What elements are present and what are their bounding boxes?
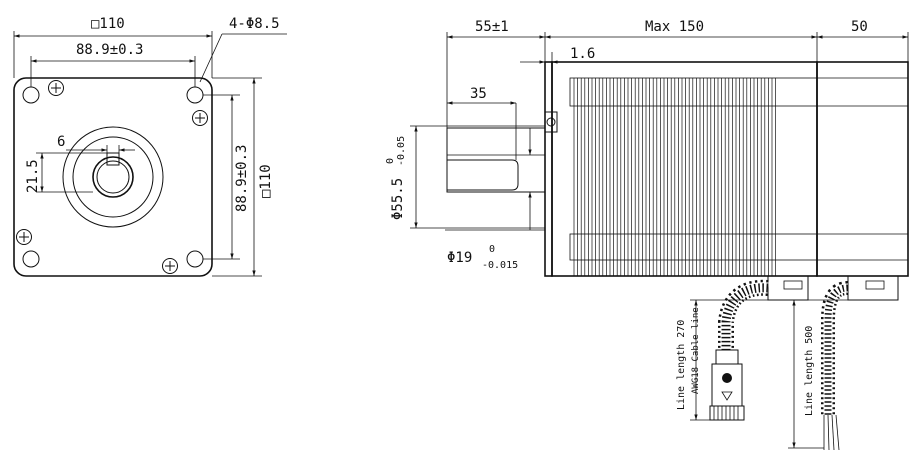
- key-height-label: 21.5: [25, 159, 41, 193]
- shaft-length-label: 55±1: [475, 19, 509, 35]
- shaft-key: [106, 152, 120, 166]
- pilot-tol-lower: -0.05: [396, 136, 407, 166]
- screw-icon: [544, 111, 558, 133]
- connector-box-left: [767, 275, 809, 301]
- key-length-label: 35: [470, 86, 487, 102]
- front-body-outline: [13, 77, 213, 277]
- side-flange: [544, 61, 553, 277]
- connector-box-right: [847, 275, 899, 301]
- shaft-outer-circle: [92, 156, 134, 198]
- hole-spec-label: 4-Φ8.5: [229, 16, 280, 32]
- front-view: □110 88.9±0.3 4-Φ8.5 88.9±0.3 □110 6 21.…: [13, 16, 287, 277]
- connector-indicator-icon: [722, 373, 732, 383]
- rear-length-label: 50: [851, 19, 868, 35]
- screw-icon: [48, 80, 64, 96]
- hole-spacing-v-label: 88.9±0.3: [234, 145, 250, 212]
- body-bands: [569, 77, 818, 261]
- screw-icon: [16, 229, 32, 245]
- connector-plug: [709, 349, 745, 421]
- rear-stripes: [817, 77, 908, 261]
- shaft-tol-upper: 0: [489, 244, 495, 255]
- mount-hole-tr: [186, 86, 204, 104]
- pilot-inner-circle: [72, 136, 154, 218]
- overall-width-label: □110: [91, 16, 125, 32]
- rear-module: [816, 61, 909, 277]
- mount-hole-br: [186, 250, 204, 268]
- screw-icon: [192, 110, 208, 126]
- flange-thickness-label: 1.6: [570, 46, 595, 62]
- mount-hole-tl: [22, 86, 40, 104]
- cooling-fins: [573, 78, 776, 276]
- mounting-holes: [22, 86, 204, 268]
- cable-length-left-label: Line length 270: [676, 320, 687, 410]
- screw-icons: [16, 80, 208, 274]
- pilot-tol-upper: 0: [385, 158, 396, 164]
- key-width-label: 6: [57, 134, 65, 150]
- shaft-tol-lower: -0.015: [482, 260, 518, 271]
- side-key: [447, 159, 519, 191]
- pilot-outer-circle: [62, 126, 164, 228]
- side-view: 55±1 Max 150 50 1.6 35 Φ55.5 0 -0.05 Φ19…: [385, 19, 909, 451]
- body-length-label: Max 150: [645, 19, 704, 35]
- screw-icon: [162, 258, 178, 274]
- plug-pins: [713, 406, 739, 420]
- shaft-diameter-label: Φ19: [447, 250, 472, 266]
- hole-spacing-h-label: 88.9±0.3: [76, 42, 143, 58]
- overall-height-label: □110: [258, 164, 274, 198]
- mount-hole-bl: [22, 250, 40, 268]
- shaft-inner-circle: [96, 160, 130, 194]
- cable-length-right-label: Line length 500: [804, 326, 815, 416]
- cable-spec-label: AWG18 Cable line: [691, 307, 701, 394]
- pilot-diameter-label: Φ55.5: [390, 178, 406, 220]
- cable-wires: [823, 414, 840, 451]
